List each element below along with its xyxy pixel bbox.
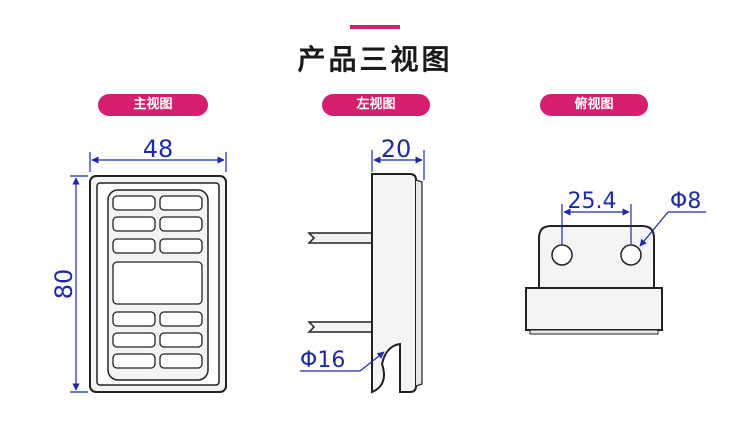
front-height-value: 80 <box>50 269 78 300</box>
top-view-drawing <box>525 225 663 335</box>
title-accent-bar <box>350 25 400 29</box>
front-height-dimension <box>70 175 88 393</box>
left-view-drawing <box>307 173 423 394</box>
left-view-label: 左视图 <box>322 94 430 116</box>
hole-diameter-leader <box>639 211 706 247</box>
page-title: 产品三视图 <box>297 43 453 76</box>
left-depth-dimension <box>371 150 425 180</box>
top-view-label: 俯视图 <box>540 94 648 116</box>
front-view-label: 主视图 <box>98 94 208 116</box>
front-width-value: 48 <box>143 135 174 163</box>
top-spacing-dimension <box>561 204 632 244</box>
front-view-drawing <box>89 175 227 393</box>
top-spacing-value: 25.4 <box>568 189 617 214</box>
hook-radius-value: Φ16 <box>300 348 345 373</box>
hole-diameter-value: Φ8 <box>670 189 701 214</box>
hook-radius-leader <box>300 351 385 372</box>
front-width-dimension <box>89 152 227 172</box>
left-depth-value: 20 <box>381 135 412 163</box>
